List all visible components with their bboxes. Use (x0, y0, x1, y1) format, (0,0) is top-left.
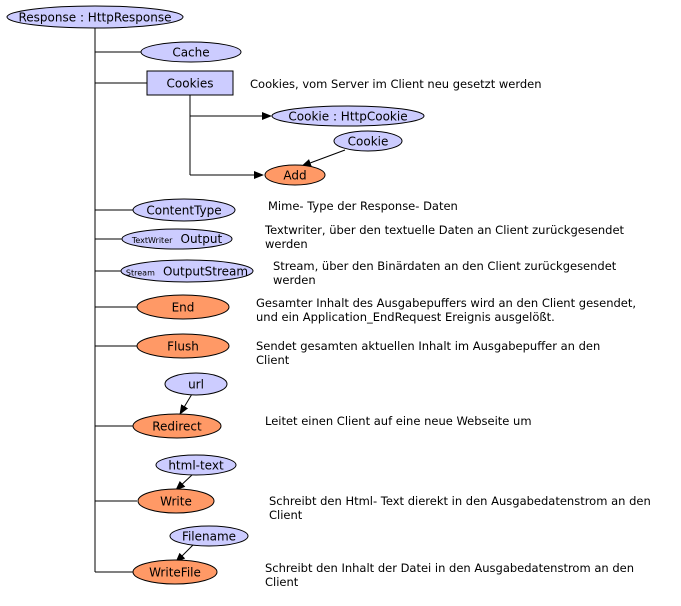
arrow-cookie-to-add (301, 149, 346, 167)
desc-cookies: Cookies, vom Server im Client neu gesetz… (250, 77, 542, 91)
node-add-label: Add (283, 169, 306, 183)
node-writefile-label: WriteFile (149, 566, 201, 580)
node-end[interactable]: End (136, 294, 230, 320)
arrow-filename-to-writefile (175, 544, 194, 563)
desc-end: Gesamter Inhalt des Ausgabepuffers wird … (256, 296, 637, 324)
node-outputstream-type: Stream (126, 269, 155, 278)
node-outputstream-name: OutputStream (163, 265, 248, 279)
node-filename-param[interactable]: Filename (169, 525, 249, 547)
connectors (94, 28, 346, 573)
node-output-name: Output (181, 232, 223, 246)
desc-write: Schreibt den Html- Text dierekt in den A… (269, 494, 651, 522)
node-root[interactable]: Response : HttpResponse (6, 5, 184, 29)
node-htmltext-param-label: html-text (168, 459, 224, 473)
node-flush-label: Flush (167, 340, 199, 354)
desc-outputstream: Stream, über den Binärdaten an den Clien… (273, 259, 617, 287)
node-cookie-param[interactable]: Cookie (333, 130, 403, 152)
node-write[interactable]: Write (137, 488, 215, 514)
node-filename-param-label: Filename (182, 530, 236, 544)
node-contenttype[interactable]: ContentType (132, 198, 236, 222)
node-output[interactable]: TextWriter Output (121, 228, 233, 250)
node-cache[interactable]: Cache (140, 41, 242, 63)
node-root-label: Response : HttpResponse (19, 11, 172, 25)
node-cookie-collection[interactable]: Cookie : HttpCookie (271, 105, 425, 127)
node-outputstream-label: Stream OutputStream (126, 261, 248, 280)
desc-redirect: Leitet einen Client auf eine neue Websei… (265, 414, 532, 428)
node-add[interactable]: Add (264, 164, 326, 186)
node-redirect-label: Redirect (152, 420, 202, 434)
node-url-param-label: url (188, 378, 204, 392)
node-cookies[interactable]: Cookies (146, 70, 234, 96)
node-outputstream[interactable]: Stream OutputStream (120, 259, 254, 283)
node-output-label: TextWriter Output (131, 228, 223, 247)
node-htmltext-param[interactable]: html-text (155, 454, 237, 476)
desc-writefile: Schreibt den Inhalt der Datei in den Aus… (265, 561, 634, 589)
node-write-label: Write (160, 495, 192, 509)
node-redirect[interactable]: Redirect (132, 413, 222, 439)
node-cookie-collection-label: Cookie : HttpCookie (288, 110, 407, 124)
arrow-htmltext-to-write (175, 473, 194, 491)
node-contenttype-label: ContentType (146, 204, 221, 218)
node-cookie-param-label: Cookie (348, 135, 389, 149)
node-end-label: End (172, 301, 195, 315)
desc-flush: Sendet gesamten aktuellen Inhalt im Ausg… (256, 339, 601, 367)
desc-contenttype: Mime- Type der Response- Daten (268, 199, 458, 213)
node-cookies-label: Cookies (167, 77, 214, 91)
node-url-param[interactable]: url (164, 372, 228, 396)
arrow-url-to-redirect (179, 393, 193, 415)
node-output-type: TextWriter (131, 236, 173, 245)
desc-output: Textwriter, über den textuelle Daten an … (265, 223, 625, 251)
node-writefile[interactable]: WriteFile (132, 559, 218, 585)
node-cache-label: Cache (172, 46, 209, 60)
node-flush[interactable]: Flush (136, 333, 230, 359)
